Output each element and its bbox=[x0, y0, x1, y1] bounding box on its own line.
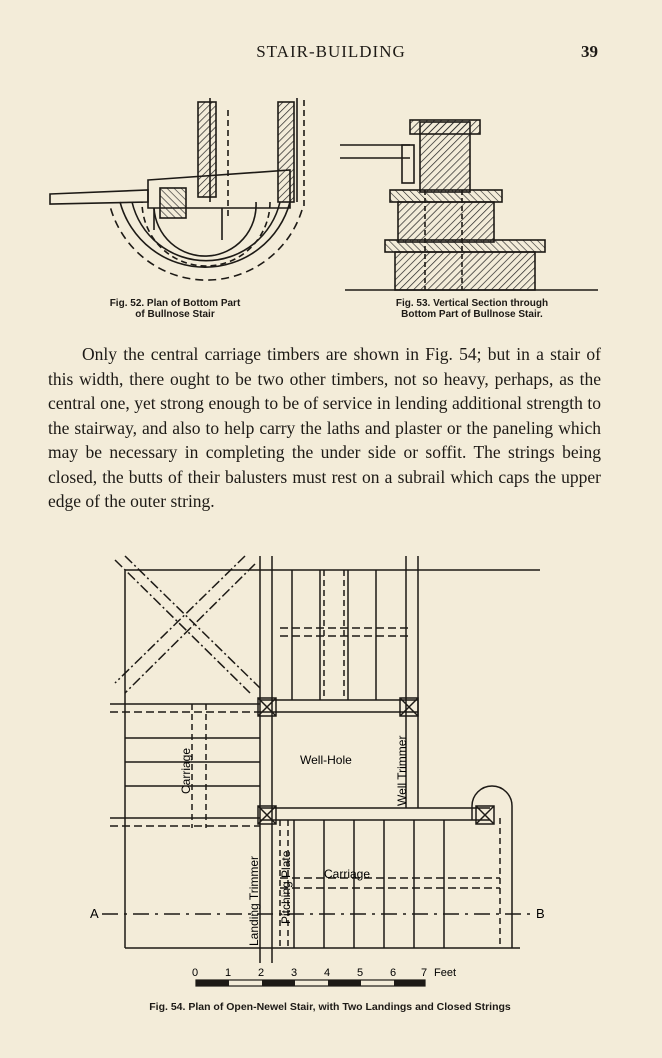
fig53-caption: Fig. 53. Vertical Section through Bottom… bbox=[352, 298, 592, 320]
carriage-bottom-label: Carriage bbox=[324, 867, 370, 881]
fig53-caption-line1: Fig. 53. Vertical Section through bbox=[395, 298, 549, 309]
fig52-caption-line2: of Bullnose Stair bbox=[135, 309, 215, 320]
scale-unit: Feet bbox=[434, 967, 456, 979]
scale-tick: 7 bbox=[421, 967, 427, 979]
well-hole-label: Well-Hole bbox=[300, 753, 352, 767]
carriage-left-label: Carriage bbox=[179, 748, 193, 794]
pitching-plate-label: Pitching Plate bbox=[279, 850, 293, 924]
point-a-label: A bbox=[90, 906, 99, 921]
page-number: 39 bbox=[581, 42, 598, 61]
body-text: Only the central carriage timbers are sh… bbox=[48, 342, 601, 514]
running-head: STAIR-BUILDING 39 bbox=[0, 42, 662, 66]
well-trimmer-label: Well Trimmer bbox=[395, 736, 409, 806]
scale-tick: 3 bbox=[291, 967, 297, 979]
scale-tick: 1 bbox=[225, 967, 231, 979]
scale-tick: 2 bbox=[258, 967, 264, 979]
scale-tick: 6 bbox=[390, 967, 396, 979]
fig54-caption: Fig. 54. Plan of Open-Newel Stair, with … bbox=[149, 1001, 511, 1013]
fig52-plan-drawing bbox=[49, 98, 305, 281]
landing-trimmer-label: Landing Trimmer bbox=[247, 856, 261, 946]
fig54-stair-plan-drawing: Well-Hole Well Trimmer Carriage Carriage… bbox=[90, 555, 545, 987]
scale-tick: 5 bbox=[357, 967, 363, 979]
fig53-caption-line2: Bottom Part of Bullnose Stair. bbox=[401, 309, 543, 320]
scale-tick: 4 bbox=[324, 967, 330, 979]
point-b-label: B bbox=[536, 906, 545, 921]
fig52-caption: Fig. 52. Plan of Bottom Part of Bullnose… bbox=[70, 298, 280, 320]
figures-52-53-drawing bbox=[49, 98, 598, 291]
scale-tick: 0 bbox=[192, 967, 198, 979]
body-paragraph: Only the central carriage timbers are sh… bbox=[48, 344, 601, 511]
running-title: STAIR-BUILDING bbox=[256, 42, 406, 61]
scale-ticks: 0 1 2 3 4 5 6 7 Feet bbox=[192, 967, 456, 979]
fig53-section-drawing bbox=[340, 119, 598, 291]
fig52-caption-line1: Fig. 52. Plan of Bottom Part bbox=[109, 298, 241, 309]
